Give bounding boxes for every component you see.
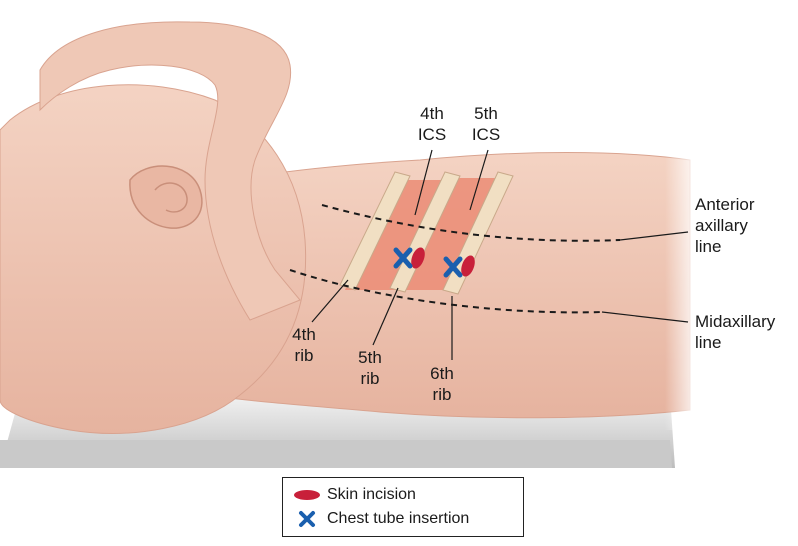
label-4th-rib-line2: rib	[282, 345, 326, 366]
label-6th-rib-line1: 6th	[420, 363, 464, 384]
legend-chest-tube-label: Chest tube insertion	[327, 510, 469, 528]
label-5th-rib-line2: rib	[348, 368, 392, 389]
label-6th-rib: 6th rib	[420, 363, 464, 405]
legend: Skin incision Chest tube insertion	[282, 477, 524, 537]
label-anterior-axillary-line3: line	[695, 236, 755, 257]
chest-tube-x-icon	[293, 510, 321, 528]
legend-skin-incision-label: Skin incision	[327, 486, 416, 504]
label-5th-ics-line2: ICS	[464, 124, 508, 145]
label-5th-rib: 5th rib	[348, 347, 392, 389]
label-4th-rib-line1: 4th	[282, 324, 326, 345]
label-6th-rib-line2: rib	[420, 384, 464, 405]
label-4th-rib: 4th rib	[282, 324, 326, 366]
label-anterior-axillary-line: Anterior axillary line	[695, 194, 755, 257]
label-5th-ics: 5th ICS	[464, 103, 508, 145]
label-midaxillary-line2: line	[695, 332, 775, 353]
label-midaxillary-line1: Midaxillary	[695, 311, 775, 332]
label-anterior-axillary-line1: Anterior	[695, 194, 755, 215]
label-anterior-axillary-line2: axillary	[695, 215, 755, 236]
label-4th-ics-line1: 4th	[410, 103, 454, 124]
skin-incision-icon	[293, 487, 321, 503]
label-5th-ics-line1: 5th	[464, 103, 508, 124]
label-5th-rib-line1: 5th	[348, 347, 392, 368]
legend-row-skin-incision: Skin incision	[293, 486, 416, 504]
label-midaxillary-line: Midaxillary line	[695, 311, 775, 353]
label-4th-ics: 4th ICS	[410, 103, 454, 145]
legend-row-chest-tube: Chest tube insertion	[293, 510, 469, 528]
label-4th-ics-line2: ICS	[410, 124, 454, 145]
